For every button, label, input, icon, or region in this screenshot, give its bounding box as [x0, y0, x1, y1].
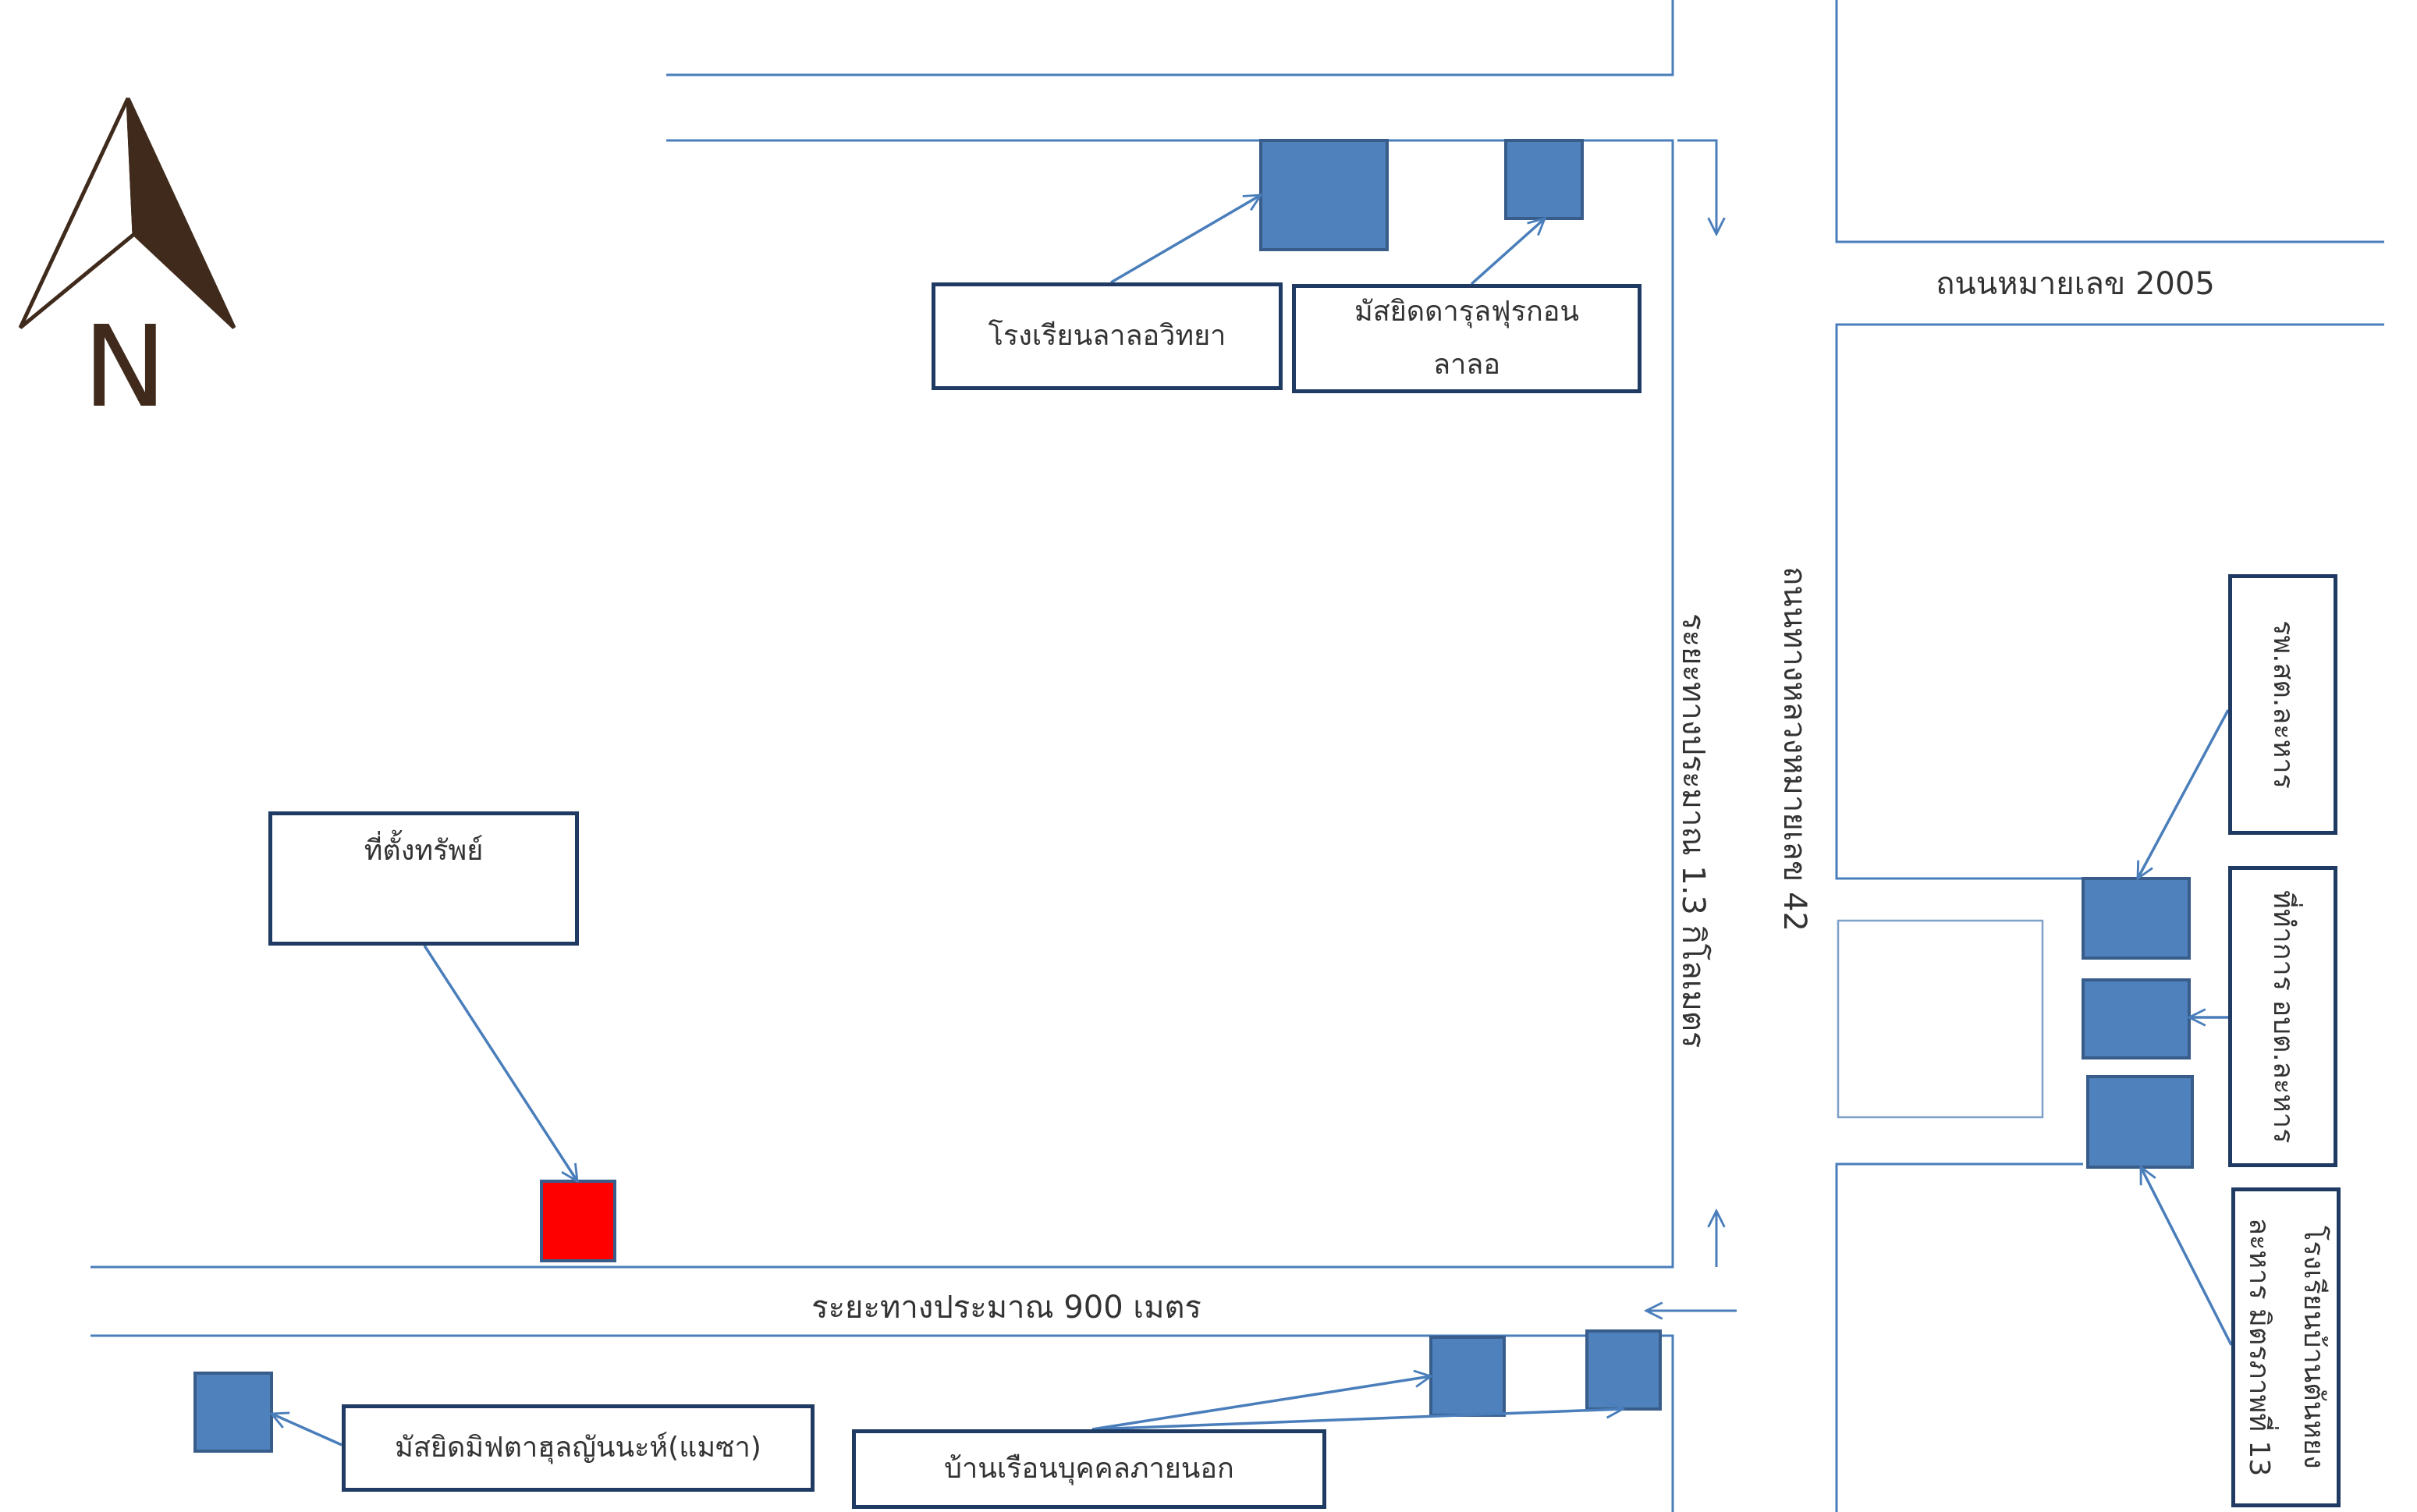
- sao-office-marker: [2082, 978, 2191, 1059]
- pointer-outside-house-1: [1091, 1376, 1431, 1431]
- mosque-darul-marker: [1504, 139, 1584, 220]
- property-site-label-box: ที่ตั้งทรัพย์: [268, 811, 579, 946]
- road-edge-block-outline: [91, 139, 1674, 1269]
- north-label: N: [83, 301, 167, 432]
- road-edge-north-top: [666, 0, 1674, 76]
- mosque-miftahul-label-box: มัสยิดมิฟตาฮุลญันนะห์(แมซา): [342, 1404, 815, 1492]
- school-lalo-label: โรงเรียนลาลอวิทยา: [988, 320, 1226, 352]
- intersection-island: [1837, 919, 2044, 1119]
- route-arrow-down: [1677, 139, 1716, 234]
- outside-houses-label-box: บ้านเรือนบุคคลภายนอก: [852, 1429, 1326, 1509]
- road-network: [91, 0, 2384, 1512]
- school-lalo-marker: [1259, 139, 1389, 251]
- property-site-marker: [540, 1180, 616, 1262]
- school-tanyong-label-box: โรงเรียนบ้านตันหยง ละหาร มิตรภาพที่ 13: [2231, 1187, 2341, 1507]
- pointer-school-tanyong: [2139, 1167, 2233, 1346]
- north-arrow-left-half: [18, 97, 137, 329]
- mosque-darul-label-line1: มัสยิดดารุลฟุรกอน: [1354, 296, 1580, 328]
- pointer-outside-house-2: [1091, 1409, 1623, 1431]
- road-2005-label: ถนนหมายเลข 2005: [1936, 266, 2215, 302]
- north-arrow-right-half: [126, 97, 236, 329]
- pointer-property-site: [423, 945, 577, 1181]
- outside-house-marker-2: [1585, 1329, 1662, 1411]
- outside-house-marker-1: [1429, 1336, 1506, 1417]
- road-edge-south: [91, 1334, 1674, 1512]
- mosque-darul-label-box: มัสยิดดารุลฟุรกอน ลาลอ: [1292, 284, 1642, 393]
- mosque-darul-label-line2: ลาลอ: [1433, 349, 1500, 381]
- road-edge-highway-east-lower: [1835, 1162, 2083, 1512]
- sao-office-label: ที่ทำการ อบต.ละหาร: [2267, 889, 2299, 1144]
- north-arrow-icon: N: [18, 97, 236, 432]
- pointer-health-center: [2136, 709, 2230, 878]
- school-tanyong-label-line1: โรงเรียนบ้านตันหยง: [2298, 1226, 2330, 1469]
- pointer-mosque-miftahul: [272, 1414, 342, 1446]
- route-direction-arrows: [1646, 139, 1737, 1311]
- school-tanyong-label-line2: ละหาร มิตรภาพที่ 13: [2243, 1218, 2275, 1477]
- outside-houses-label: บ้านเรือนบุคคลภายนอก: [944, 1453, 1234, 1485]
- health-center-label-box: รพ.สต.ละหาร: [2228, 574, 2337, 835]
- school-tanyong-marker: [2086, 1075, 2194, 1169]
- distance-horizontal-label: ระยะทางประมาณ 900 เมตร: [811, 1290, 1201, 1326]
- label-pointers: [272, 195, 2233, 1446]
- distance-vertical-label: ระยะทางประมาณ 1.3 กิโลเมตร: [1675, 613, 1711, 1049]
- highway-42-label: ถนนทางหลวงหมายเลข 42: [1776, 566, 1812, 932]
- mosque-miftahul-marker: [193, 1372, 273, 1453]
- pointer-mosque-darul: [1470, 218, 1545, 286]
- sao-office-label-box: ที่ทำการ อบต.ละหาร: [2228, 866, 2337, 1167]
- property-site-label: ที่ตั้งทรัพย์: [364, 835, 484, 867]
- health-center-label: รพ.สต.ละหาร: [2267, 620, 2299, 789]
- road-edge-highway-east-upper: [1835, 0, 2384, 243]
- health-center-marker: [2082, 877, 2191, 960]
- school-lalo-label-box: โรงเรียนลาลอวิทยา: [932, 282, 1283, 390]
- pointer-school-lalo: [1110, 195, 1261, 284]
- mosque-miftahul-label: มัสยิดมิฟตาฮุลญันนะห์(แมซา): [395, 1432, 761, 1464]
- road-edge-highway-east-middle: [1835, 323, 2384, 880]
